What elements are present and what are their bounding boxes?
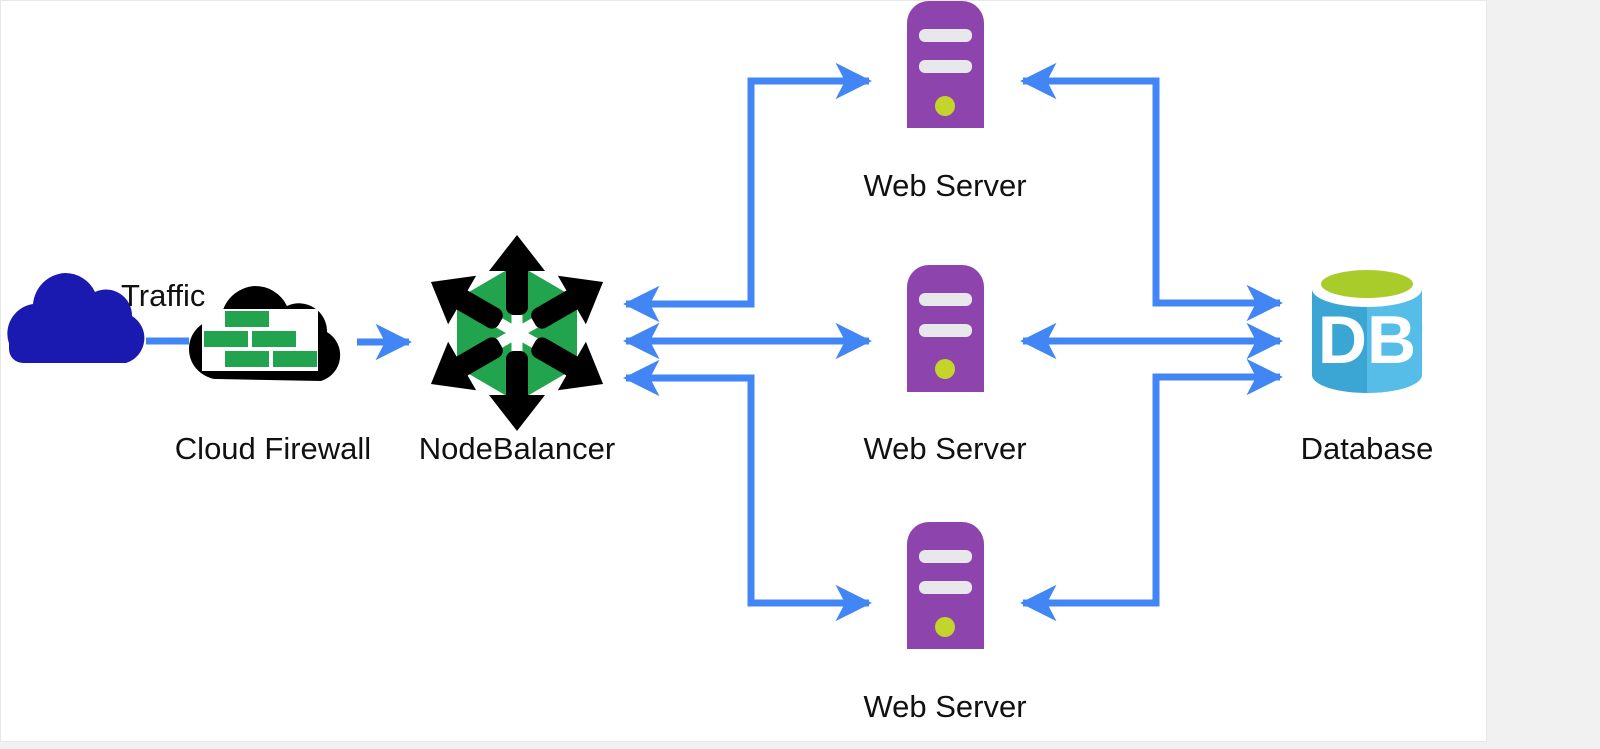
cloud-icon [7, 272, 145, 363]
database-icon: DB [1312, 270, 1422, 393]
brick [225, 311, 269, 327]
connection-webserver3-to-database [1101, 358, 1283, 607]
firewall-icon [188, 285, 341, 381]
architecture-diagram: DB Traffic Cloud Firewall NodeBalancer W… [7, 1, 1434, 724]
database-badge-text: DB [1318, 302, 1416, 378]
brick [273, 351, 317, 367]
brick [204, 331, 248, 347]
traffic-label: Traffic [121, 278, 205, 313]
server-icon [907, 265, 984, 392]
connection-nodebalancer-to-webserver1 [747, 62, 872, 304]
nodebalancer-icon [430, 235, 604, 431]
server-icon [907, 1, 984, 128]
nodebalancer-label: NodeBalancer [419, 431, 615, 466]
web-server-2-label: Web Server [863, 431, 1026, 466]
connection-nodebalancer-to-webserver3 [747, 378, 872, 622]
connection-layer [146, 62, 1283, 622]
connection-webserver1-to-nodebalancer [623, 251, 755, 323]
web-server-3-label: Web Server [863, 689, 1026, 724]
diagram-canvas: DB Traffic Cloud Firewall NodeBalancer W… [0, 0, 1487, 742]
brick [225, 351, 269, 367]
connection-database-to-webserver1 [1020, 62, 1201, 307]
connection-webserver3-to-nodebalancer [623, 359, 755, 431]
server-icon [907, 522, 984, 649]
database-label: Database [1301, 431, 1434, 466]
brick [252, 331, 296, 347]
web-server-1-label: Web Server [863, 168, 1026, 203]
connection-webserver1-to-database [1101, 77, 1283, 322]
cloud-firewall-label: Cloud Firewall [175, 431, 371, 466]
connection-database-to-webserver3 [1020, 373, 1201, 622]
